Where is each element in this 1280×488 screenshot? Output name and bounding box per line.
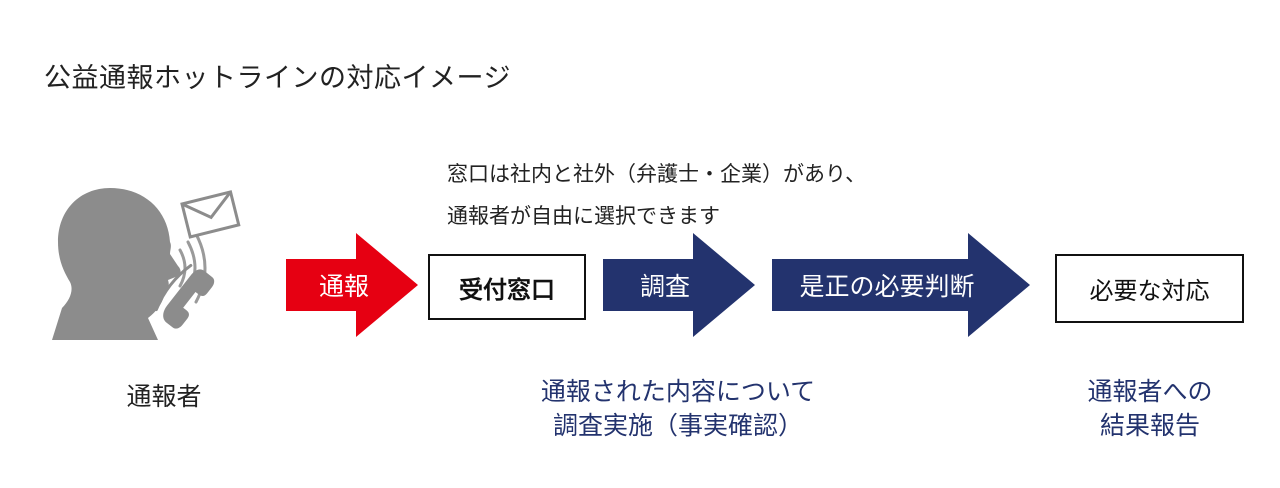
envelope-icon xyxy=(180,190,241,239)
investigation-arrow xyxy=(603,233,755,337)
investigation-caption-line-1: 通報された内容について xyxy=(540,377,816,406)
judgment-arrow-label: 是正の必要判断 xyxy=(799,272,975,301)
reception-window-box: 受付窓口 xyxy=(428,254,586,320)
result-caption: 通報者への 結果報告 xyxy=(1060,375,1240,443)
note-line-2: 通報者が自由に選択できます xyxy=(447,204,720,228)
result-caption-line-2: 結果報告 xyxy=(1099,411,1200,440)
note-line-1: 窓口は社内と社外（弁護士・企業）があり、 xyxy=(447,162,867,186)
report-arrow-label: 通報 xyxy=(318,272,369,301)
reporter-caption: 通報者 xyxy=(126,382,202,411)
result-caption-line-1: 通報者への xyxy=(1087,377,1213,406)
required-response-box: 必要な対応 xyxy=(1055,254,1244,323)
page-title: 公益通報ホットラインの対応イメージ xyxy=(44,63,511,94)
investigation-caption: 通報された内容について 調査実施（事実確認） xyxy=(508,375,848,443)
investigation-caption-line-2: 調査実施（事実確認） xyxy=(552,411,803,440)
report-arrow xyxy=(286,233,418,337)
person-silhouette-icon xyxy=(52,188,181,340)
phone-handset-icon xyxy=(154,263,215,329)
judgment-arrow xyxy=(772,233,1030,337)
reporter-illustration xyxy=(52,188,241,340)
investigation-arrow-label: 調査 xyxy=(639,272,690,301)
